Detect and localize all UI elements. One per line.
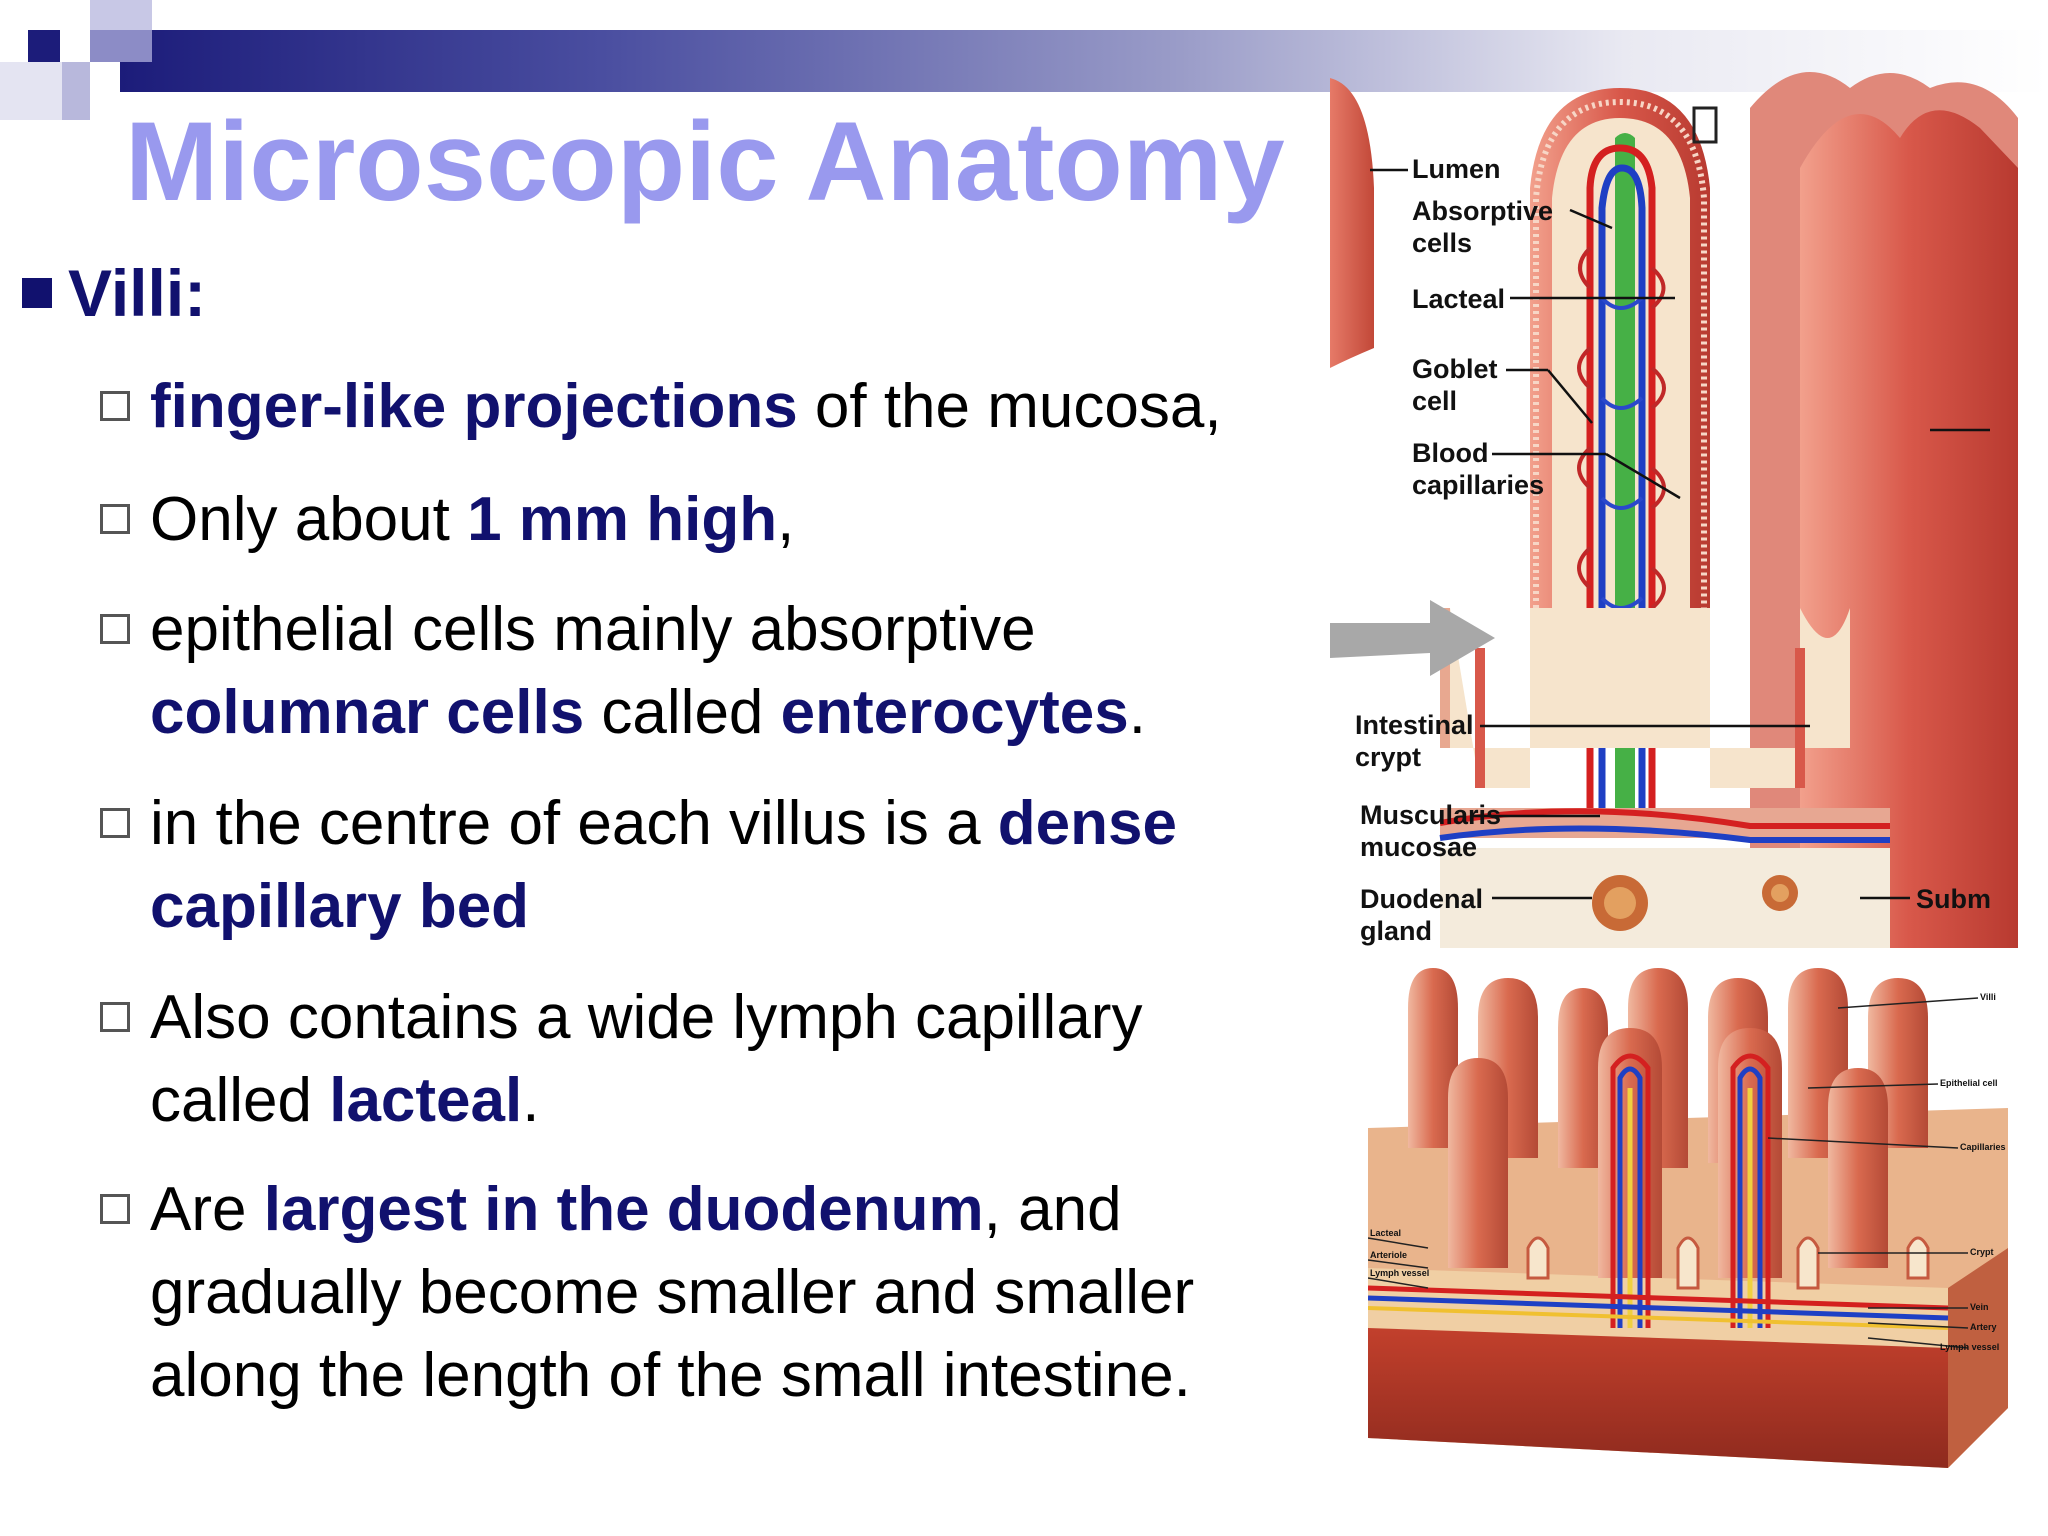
bold-term: columnar cells (150, 678, 585, 747)
label-capillaries: capillaries (1412, 470, 1544, 500)
bullet-item: finger-like projections of the mucosa, (100, 365, 1340, 448)
label-lacteal: Lacteal (1412, 284, 1505, 314)
label-arteriole: Arteriole (1370, 1250, 1407, 1260)
header-square (90, 0, 152, 30)
hollow-square-bullet-icon (100, 808, 130, 838)
bold-term: lacteal (329, 1066, 523, 1135)
label-subm: Subm (1916, 884, 1991, 914)
item-text: Only about (150, 485, 468, 554)
label-intestinal: Intestinal (1355, 710, 1474, 740)
hollow-square-bullet-icon (100, 1002, 130, 1032)
label-duodenal: Duodenal (1360, 884, 1483, 914)
label-cells: cells (1412, 228, 1472, 258)
bold-term: dense capillary bed (150, 789, 1177, 941)
bullet-item: Are largest in the duodenum, and gradual… (100, 1168, 1350, 1417)
label-epithelial-cell: Epithelial cell (1940, 1078, 1998, 1088)
label-goblet: Goblet (1412, 354, 1498, 384)
square-bullet-icon (22, 277, 52, 308)
label-crypt: Crypt (1970, 1247, 1994, 1257)
label-mucosae: mucosae (1360, 832, 1477, 862)
label-villi: Villi (1980, 992, 1996, 1002)
villi-block-diagram: Villi Epithelial cell Capillaries Crypt … (1368, 968, 2008, 1468)
bullet-item: Also contains a wide lymph capillary cal… (100, 976, 1280, 1142)
label-crypt: crypt (1355, 742, 1421, 772)
item-text: Also contains a wide lymph capillary cal… (150, 983, 1143, 1135)
header-gradient-bar (120, 30, 2048, 92)
label-blood: Blood (1412, 438, 1488, 468)
label-absorptive: Absorptive (1412, 196, 1553, 226)
item-text: . (522, 1066, 540, 1135)
hollow-square-bullet-icon (100, 504, 130, 534)
bullet-item: in the centre of each villus is a dense … (100, 782, 1340, 948)
label-gland: gland (1360, 916, 1432, 946)
bold-term: enterocytes (780, 678, 1129, 747)
label-cell: cell (1412, 386, 1457, 416)
bold-term: largest in the duodenum (263, 1175, 984, 1244)
hollow-square-bullet-icon (100, 614, 130, 644)
label-lymph-vessel: Lymph vessel (1940, 1342, 1999, 1352)
hollow-square-bullet-icon (100, 391, 130, 421)
bullet-item: Only about 1 mm high, (100, 478, 1000, 561)
bold-term: 1 mm high (467, 485, 778, 554)
header-square (90, 30, 152, 62)
label-vein: Vein (1970, 1302, 1989, 1312)
label-lymph-vessel-left: Lymph vessel (1370, 1268, 1429, 1278)
header-square (0, 62, 62, 120)
hollow-square-bullet-icon (100, 1194, 130, 1224)
label-lumen: Lumen (1412, 154, 1501, 184)
item-text: Are (150, 1175, 264, 1244)
item-text: in the centre of each villus is a (150, 789, 998, 858)
slide-title: Microscopic Anatomy (125, 99, 1285, 224)
item-text: , (777, 485, 795, 554)
bold-term: finger-like projections (150, 372, 798, 441)
heading-text: Villi: (68, 256, 207, 330)
label-capillaries: Capillaries (1960, 1142, 2006, 1152)
header-square (28, 30, 60, 62)
item-text: of the mucosa, (797, 372, 1222, 441)
label-artery: Artery (1970, 1322, 1997, 1332)
item-text: called (584, 678, 781, 747)
label-lacteal: Lacteal (1370, 1228, 1401, 1238)
bullet-item: epithelial cells mainly absorptive colum… (100, 588, 1300, 754)
item-text: , and gradually become smaller and small… (150, 1175, 1195, 1410)
heading-villi: Villi: (22, 255, 206, 331)
label-muscularis: Muscularis (1360, 800, 1501, 830)
item-text: epithelial cells mainly absorptive (150, 595, 1036, 664)
item-text: . (1128, 678, 1146, 747)
header-square (62, 62, 90, 120)
villus-diagram: Lumen Absorptive cells Lacteal Goblet ce… (1330, 72, 2018, 948)
